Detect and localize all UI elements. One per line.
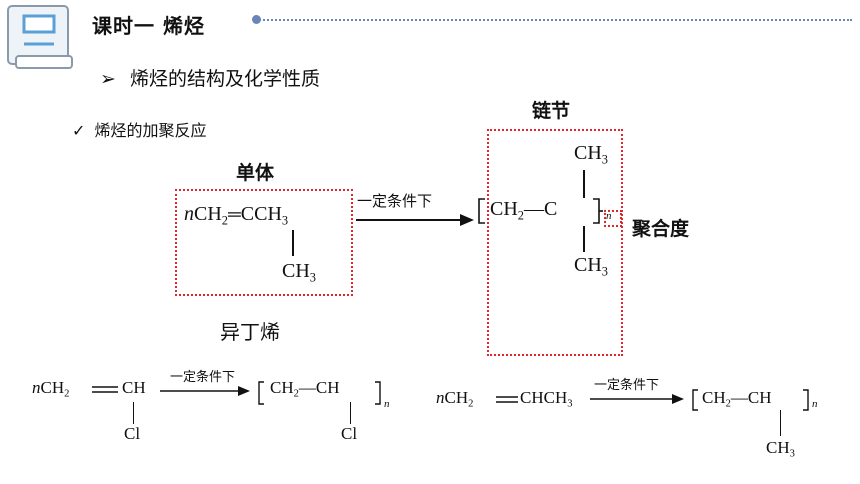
label-isobutylene: 异丁烯 [220,320,280,344]
vc-bracket-right-icon [375,381,381,405]
main-condition: 一定条件下 [357,192,433,210]
bullet-sub: ✓ 烯烃的加聚反应 [72,117,207,141]
product-bond-top [583,170,585,198]
label-chain-unit: 链节 [532,100,571,122]
degree-n: n [606,210,612,222]
pp-rest: CHCH3 [520,388,573,410]
degree-box [604,210,622,227]
monomer-formula: nCH2═CCH3 [184,203,289,228]
coefficient-n: n [184,203,194,225]
vc-cl: Cl [124,424,141,443]
vc-double-bond-icon [92,386,118,393]
page-title: 课时一 烯烃 [92,14,205,38]
chain-unit-box [487,129,623,356]
pp-product-bond [780,410,781,436]
book-icon [7,5,73,69]
bracket-right-icon [593,198,603,224]
product-bottom: CH3 [574,254,608,279]
pp-bracket-left-icon [692,389,698,411]
bullet-main-text: 烯烃的结构及化学性质 [129,68,320,90]
vc-product: CH2—CH [270,378,340,400]
monomer-box [175,189,353,296]
vc-monomer: nCH2 [32,378,70,400]
main-arrow-icon [356,214,474,226]
vc-n: n [384,398,390,410]
vc-ch: CH [122,378,146,397]
pp-bracket-right-icon [803,389,809,411]
pp-double-bond-icon [496,396,518,403]
product-bond-bottom [583,226,585,252]
vc-arrow-icon [160,386,250,396]
label-degree: 聚合度 [632,218,690,240]
pp-monomer: nCH2 [436,388,474,410]
pp-product: CH2—CH [702,388,772,410]
pp-arrow-icon [590,394,684,404]
bullet-sub-text: 烯烃的加聚反应 [94,121,207,140]
vc-product-bond [350,402,351,424]
label-monomer: 单体 [236,162,275,184]
product-top: CH3 [574,142,608,167]
pp-product-ch3: CH3 [766,438,795,460]
check-bullet-icon: ✓ [72,121,86,140]
arrow-bullet-icon: ➢ [100,68,116,90]
bracket-left-icon [478,198,485,224]
monomer-branch: CH3 [282,260,316,285]
product-main: CH2—C [490,198,558,223]
pp-condition: 一定条件下 [594,378,660,393]
bullet-main: ➢ 烯烃的结构及化学性质 [100,64,320,91]
vc-bracket-left-icon [258,381,264,405]
vc-product-cl: Cl [341,424,358,443]
monomer-bond [292,230,294,256]
vc-condition: 一定条件下 [170,370,236,385]
title-divider [256,19,852,21]
pp-n: n [812,398,818,410]
vc-bond [133,402,134,424]
